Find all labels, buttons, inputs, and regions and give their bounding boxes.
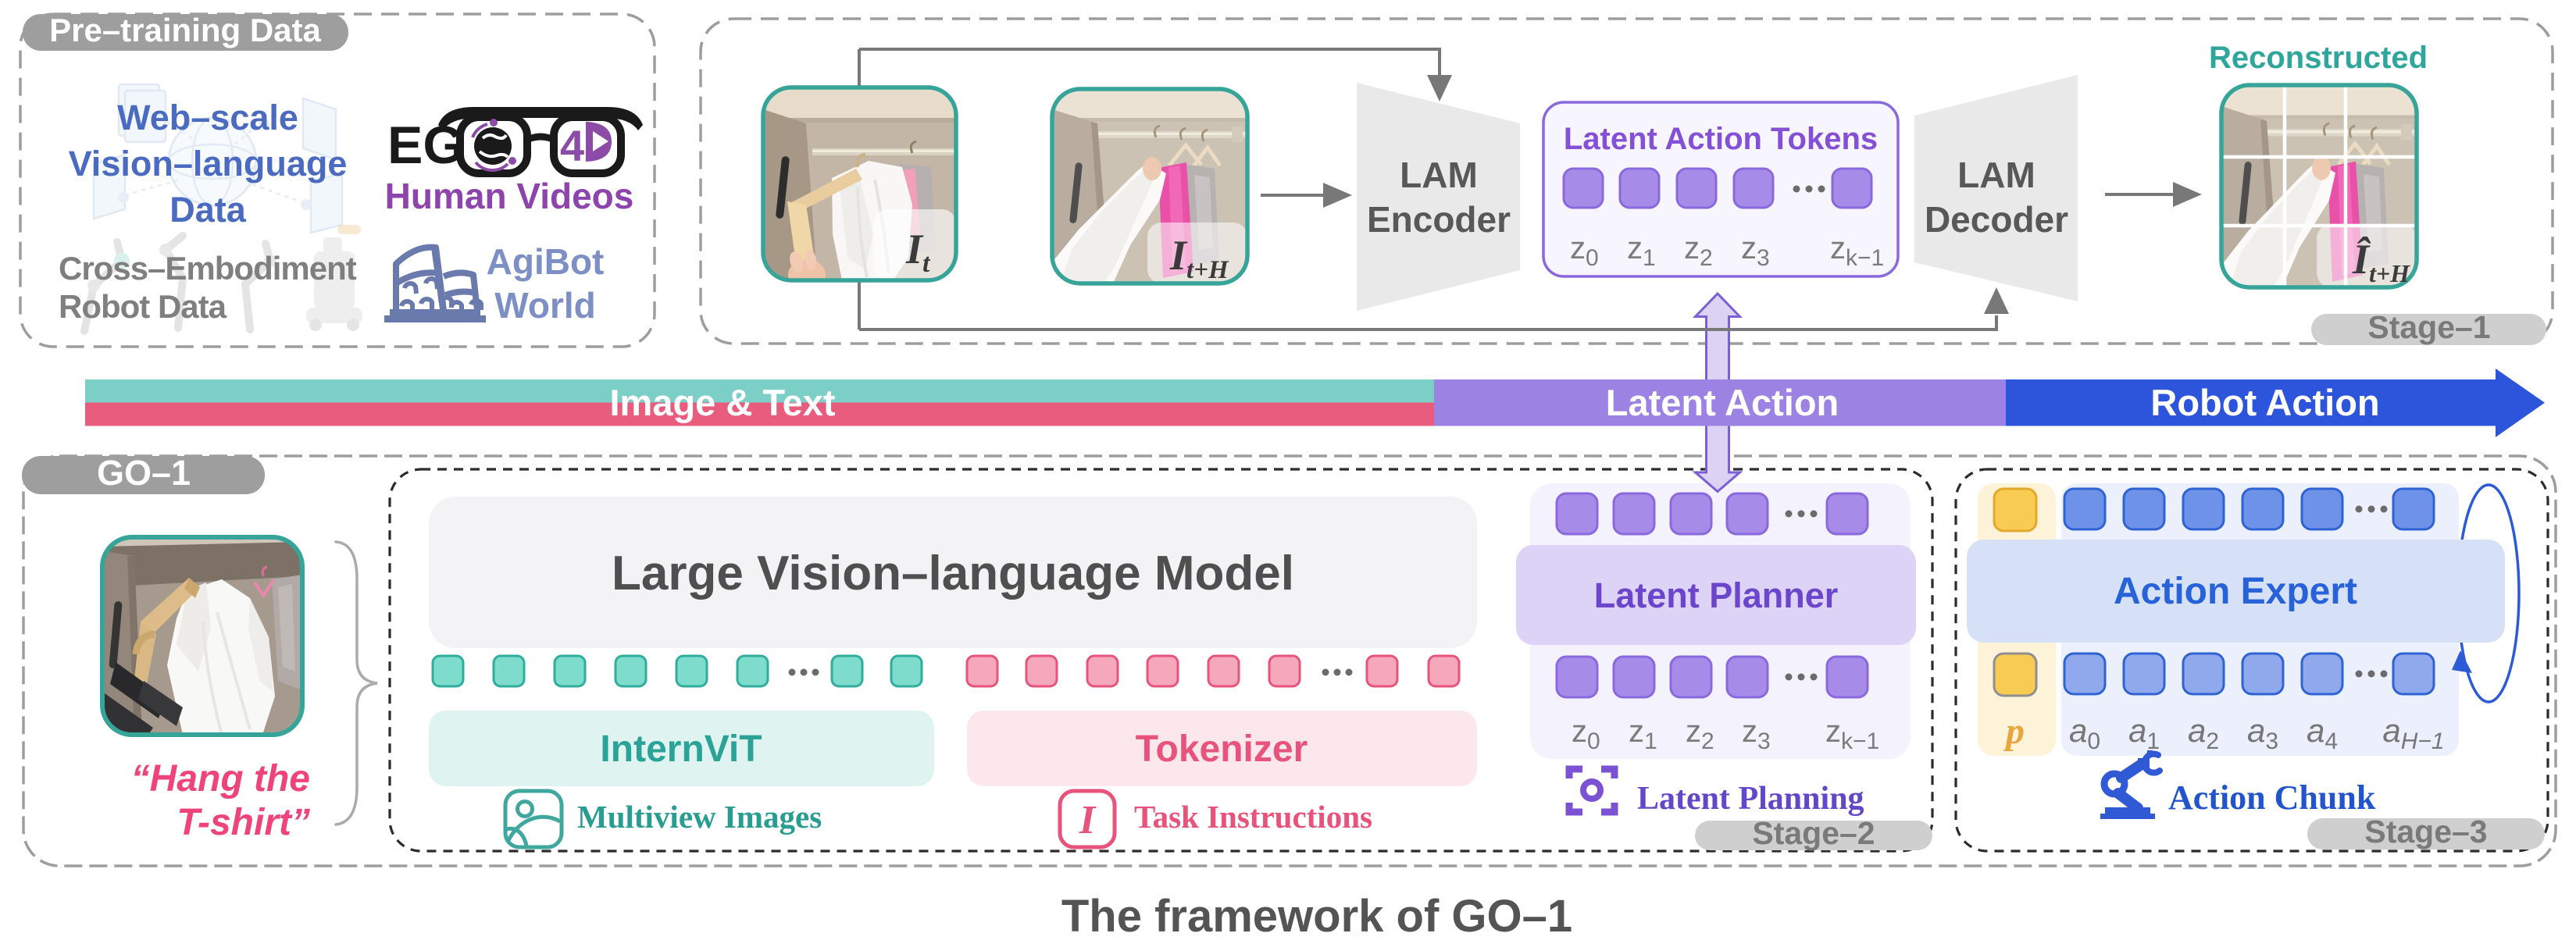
svg-text:“Hang the: “Hang the	[131, 758, 310, 800]
svg-text:Image & Text: Image & Text	[609, 382, 835, 423]
svg-text:Tokenizer: Tokenizer	[1136, 728, 1308, 770]
svg-text:Reconstructed: Reconstructed	[2209, 41, 2428, 75]
svg-text:aH−1: aH−1	[2382, 712, 2444, 754]
svg-text:Multiview Images: Multiview Images	[577, 799, 822, 835]
svg-text:Latent Planning: Latent Planning	[1637, 781, 1864, 817]
svg-text:Action Expert: Action Expert	[2114, 571, 2357, 612]
svg-text:4: 4	[560, 121, 584, 170]
svg-text:Task Instructions: Task Instructions	[1134, 799, 1372, 835]
svg-text:Latent Action Tokens: Latent Action Tokens	[1564, 122, 1878, 156]
svg-text:Latent Planner: Latent Planner	[1594, 575, 1839, 615]
svg-text:Cross–Embodiment: Cross–Embodiment	[59, 250, 357, 287]
svg-text:Large Vision–language Model: Large Vision–language Model	[612, 547, 1294, 600]
svg-text:Pre–training Data: Pre–training Data	[49, 12, 321, 48]
svg-text:a0: a0	[2069, 712, 2100, 754]
svg-text:Ît+H: Ît+H	[2352, 236, 2410, 287]
svg-text:Robot Data: Robot Data	[59, 288, 227, 325]
svg-text:p: p	[2003, 711, 2025, 752]
svg-text:LAM: LAM	[1957, 155, 2035, 195]
svg-text:EG: EG	[387, 116, 464, 175]
svg-text:I: I	[1079, 798, 1097, 842]
svg-text:Data: Data	[169, 190, 247, 230]
svg-text:Stage–2: Stage–2	[1752, 815, 1875, 851]
svg-text:The framework of GO–1: The framework of GO–1	[1061, 891, 1572, 942]
svg-text:Robot Action: Robot Action	[2150, 382, 2379, 423]
svg-text:Encoder: Encoder	[1367, 199, 1511, 240]
svg-text:z2: z2	[1686, 714, 1714, 754]
svg-text:Web–scale: Web–scale	[117, 98, 298, 137]
svg-text:AgiBot: AgiBot	[487, 241, 605, 282]
svg-text:Latent Action: Latent Action	[1606, 382, 1839, 423]
svg-text:Stage–3: Stage–3	[2364, 814, 2487, 849]
svg-text:z1: z1	[1629, 714, 1657, 754]
svg-text:Human Videos: Human Videos	[385, 176, 634, 216]
svg-text:T-shirt”: T-shirt”	[177, 802, 310, 843]
svg-text:Vision–language: Vision–language	[69, 144, 348, 183]
svg-text:Decoder: Decoder	[1925, 199, 2068, 240]
svg-text:z3: z3	[1742, 714, 1771, 754]
svg-text:It: It	[905, 226, 931, 278]
svg-text:zk−1: zk−1	[1830, 231, 1884, 271]
svg-text:Stage–1: Stage–1	[2367, 309, 2490, 345]
svg-text:zk−1: zk−1	[1825, 714, 1879, 754]
svg-text:GO–1: GO–1	[97, 453, 191, 493]
svg-text:Action Chunk: Action Chunk	[2168, 778, 2376, 817]
svg-text:LAM: LAM	[1400, 155, 1478, 195]
svg-text:InternViT: InternViT	[600, 728, 762, 770]
svg-text:World: World	[494, 285, 595, 326]
